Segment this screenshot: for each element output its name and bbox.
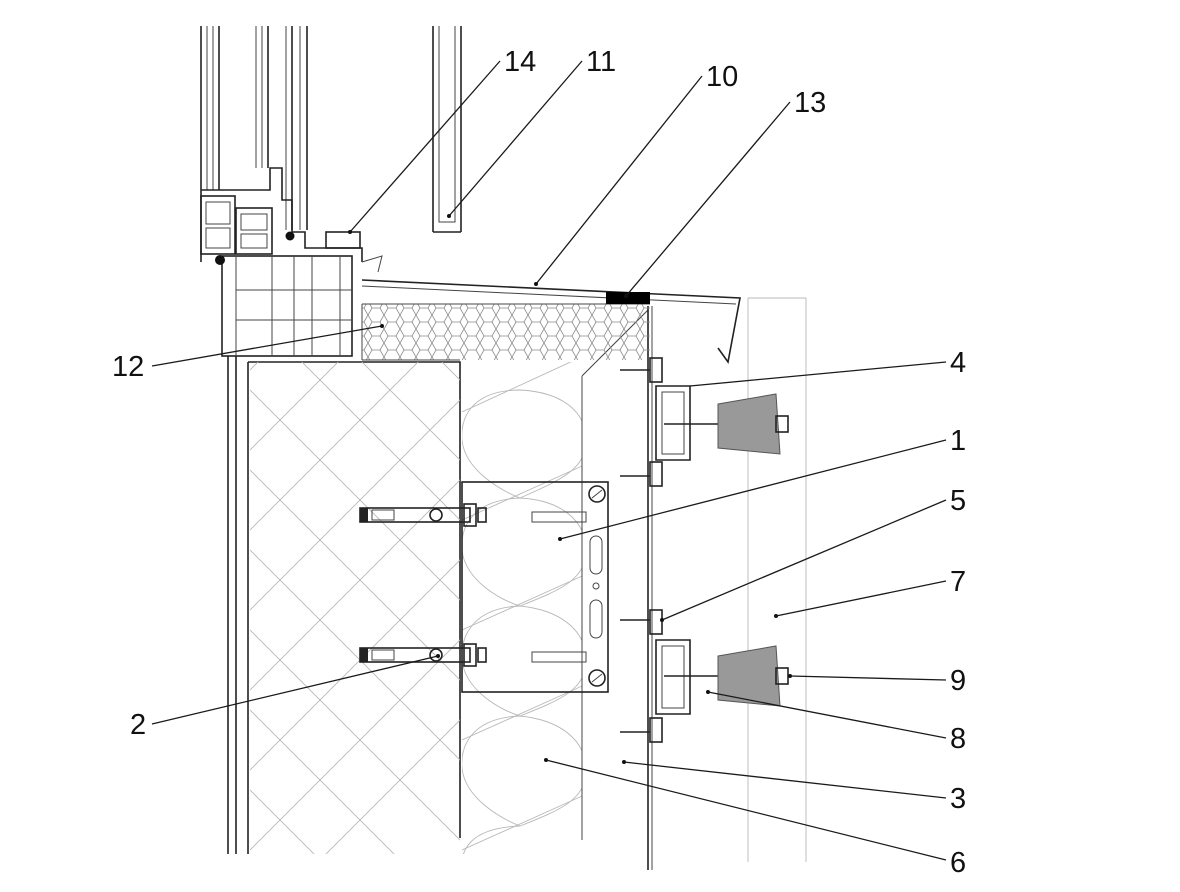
glazing-unit (432, 26, 462, 233)
interior-lining (227, 362, 249, 854)
callout-1: 1 (950, 425, 966, 457)
wall-anchor-top (359, 503, 487, 527)
callout-3: 3 (950, 783, 966, 815)
cladding-panel (747, 297, 807, 862)
callout-labels: 14 11 10 13 12 4 1 5 7 9 2 8 3 6 (112, 46, 966, 879)
callout-5: 5 (950, 485, 966, 517)
callout-10: 10 (706, 61, 738, 93)
wall-bracket (461, 481, 609, 693)
xps-insulation (361, 303, 650, 361)
callout-11: 11 (586, 46, 616, 78)
callout-6: 6 (950, 847, 966, 879)
leader-lines (151, 60, 947, 861)
mineral-wool-insulation (462, 362, 582, 854)
callout-13: 13 (794, 87, 826, 119)
callout-12: 12 (112, 351, 144, 383)
callout-2: 2 (130, 709, 146, 741)
callout-8: 8 (950, 723, 966, 755)
callout-14: 14 (504, 46, 536, 78)
window-frame-profile (200, 26, 383, 380)
callout-7: 7 (950, 566, 966, 598)
callout-9: 9 (950, 665, 966, 697)
insulation-board (581, 306, 653, 870)
upper-rail-fixing (620, 357, 789, 487)
callout-4: 4 (950, 347, 966, 379)
concrete-wall (248, 361, 461, 854)
wall-anchor-bottom (359, 643, 487, 667)
sill-flashing (361, 279, 741, 364)
lower-rail-fixing (620, 609, 789, 743)
